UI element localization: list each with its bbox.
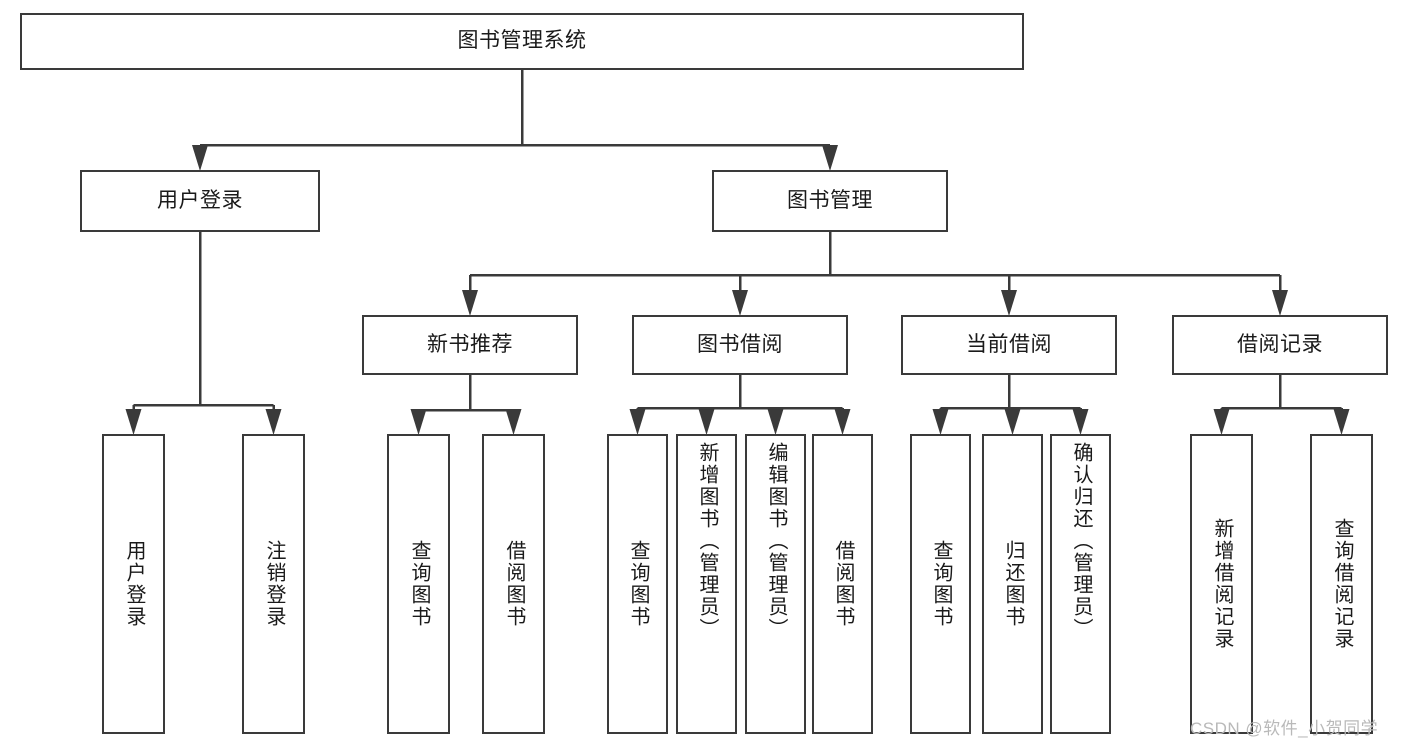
node-login[interactable]: 用户登录 [80, 170, 320, 232]
node-label: 查询借阅记录 [1331, 518, 1353, 650]
node-l13[interactable]: 查询借阅记录 [1310, 434, 1373, 734]
node-label: 查询图书 [930, 540, 952, 628]
node-l5[interactable]: 查询图书 [607, 434, 668, 734]
node-records[interactable]: 借阅记录 [1172, 315, 1388, 375]
node-label: 图书管理 [787, 188, 873, 212]
node-label: 借阅图书 [503, 540, 525, 628]
node-label: 查询图书 [408, 540, 430, 628]
node-label: 图书管理系统 [457, 29, 587, 53]
node-label: 新增图书（管理员） [696, 442, 718, 640]
node-label: 新书推荐 [427, 332, 513, 356]
node-label: 注销登录 [263, 540, 285, 628]
node-l1[interactable]: 用户登录 [102, 434, 165, 734]
node-label: 当前借阅 [966, 332, 1052, 356]
node-label: 用户登录 [123, 540, 145, 628]
node-l10[interactable]: 归还图书 [982, 434, 1043, 734]
node-l11[interactable]: 确认归还（管理员） [1050, 434, 1111, 734]
node-current[interactable]: 当前借阅 [901, 315, 1117, 375]
node-l7[interactable]: 编辑图书（管理员） [745, 434, 806, 734]
node-newbook[interactable]: 新书推荐 [362, 315, 578, 375]
node-label: 归还图书 [1002, 540, 1024, 628]
node-borrow[interactable]: 图书借阅 [632, 315, 848, 375]
node-label: 借阅记录 [1237, 332, 1323, 356]
node-label: 新增借阅记录 [1211, 518, 1233, 650]
node-root[interactable]: 图书管理系统 [20, 13, 1024, 70]
node-label: 查询图书 [627, 540, 649, 628]
node-bookmgmt[interactable]: 图书管理 [712, 170, 948, 232]
node-label: 图书借阅 [697, 332, 783, 356]
csdn-watermark: CSDN @软件_小贺同学 [1190, 719, 1379, 738]
node-label: 编辑图书（管理员） [765, 442, 787, 640]
node-label: 确认归还（管理员） [1070, 442, 1092, 640]
node-l9[interactable]: 查询图书 [910, 434, 971, 734]
node-l12[interactable]: 新增借阅记录 [1190, 434, 1253, 734]
node-label: 借阅图书 [832, 540, 854, 628]
node-l6[interactable]: 新增图书（管理员） [676, 434, 737, 734]
node-l3[interactable]: 查询图书 [387, 434, 450, 734]
node-l2[interactable]: 注销登录 [242, 434, 305, 734]
node-l4[interactable]: 借阅图书 [482, 434, 545, 734]
node-l8[interactable]: 借阅图书 [812, 434, 873, 734]
node-label: 用户登录 [157, 188, 243, 212]
